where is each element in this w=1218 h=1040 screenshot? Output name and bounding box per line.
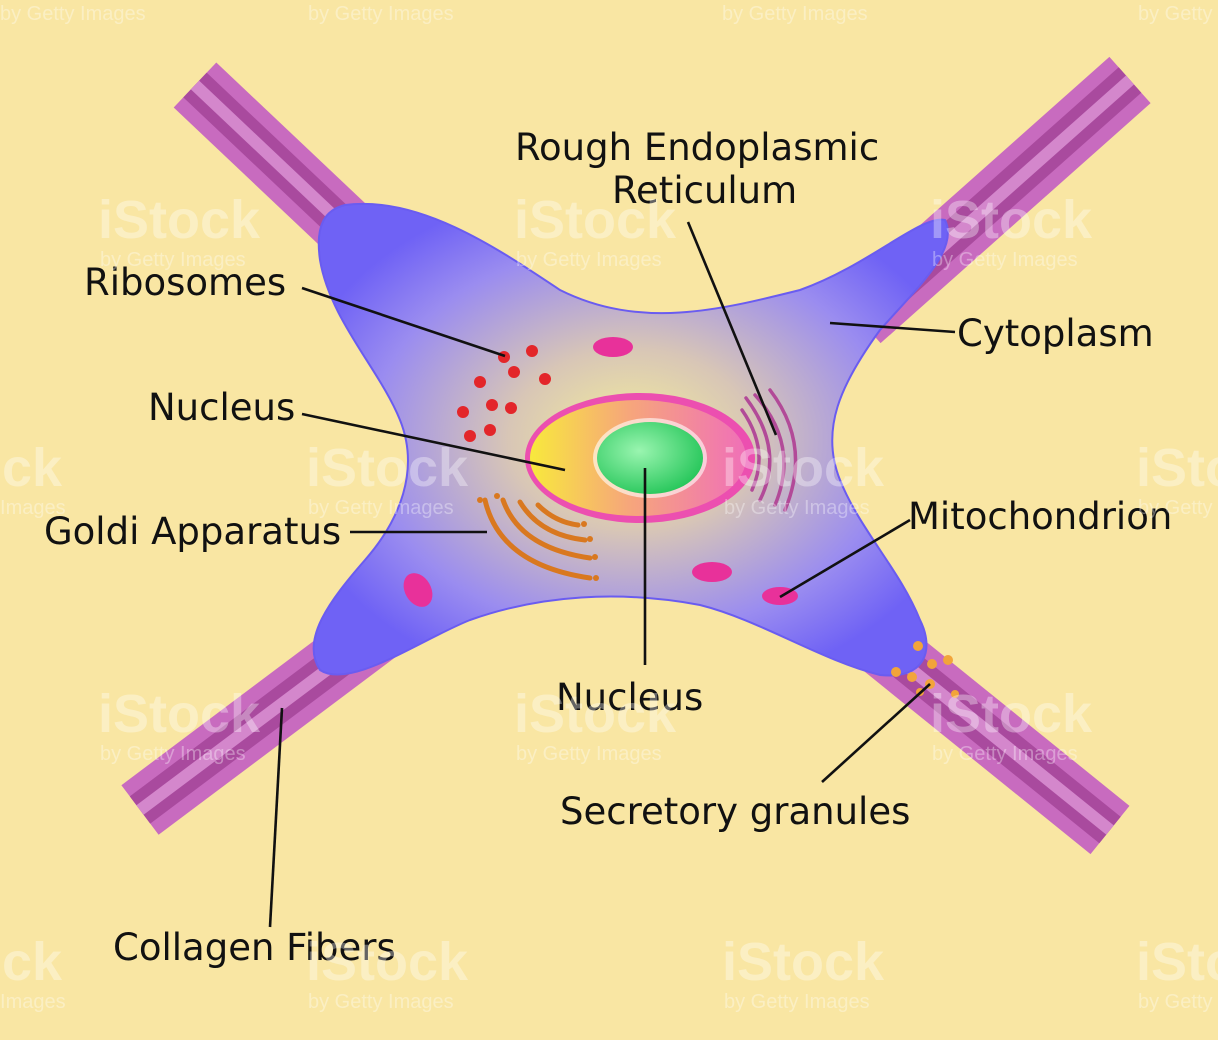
mitochondria: [403, 337, 798, 607]
label-secretory-granules: Secretory granules: [560, 790, 910, 833]
watermark-credit: by Getty Images: [308, 497, 454, 519]
watermark-credit: by Getty Images: [516, 743, 662, 765]
watermark-brand: iStock: [1136, 932, 1218, 992]
watermark-brand: iStock: [930, 684, 1093, 744]
golgi-vesicles: [477, 493, 599, 581]
watermark-credit: by Getty Images: [724, 991, 870, 1013]
watermark-credit: by Getty Images: [932, 249, 1078, 271]
watermark-brand: iStock: [514, 190, 677, 250]
leader-lines: [268, 221, 956, 928]
watermark-brand: iStock: [0, 932, 63, 992]
watermark-credit: by Getty Images: [1138, 991, 1218, 1013]
watermark-brand: iStock: [722, 932, 885, 992]
label-rough-er-line1: Rough Endoplasmic: [515, 126, 879, 169]
watermark-credit: by Getty Images: [722, 3, 868, 25]
leader-rough-er: [686, 221, 778, 436]
watermark-brand: iStock: [514, 684, 677, 744]
watermark-credit: by Getty Images: [308, 3, 454, 25]
watermark-credit: by Getty Images: [0, 991, 66, 1013]
watermark-brand: iStock: [722, 438, 885, 498]
watermark-brand: iStock: [98, 190, 261, 250]
watermark-brand: iStock: [306, 932, 469, 992]
leader-cytoplasm: [829, 321, 956, 334]
label-ribosomes: Ribosomes: [84, 261, 286, 304]
golgi-apparatus: [482, 497, 593, 581]
label-golgi-apparatus: Goldi Apparatus: [44, 510, 341, 553]
watermark-credit: by Getty Images: [0, 497, 66, 519]
watermark-brand: iStock: [0, 438, 63, 498]
watermark-brand: iStock: [1136, 438, 1218, 498]
watermark: by Getty Images by Getty Images by Getty…: [0, 3, 1218, 1013]
watermark-credit: by Getty Images: [100, 743, 246, 765]
watermark-credit: by Getty Images: [516, 249, 662, 271]
watermark-credit: by Getty Images: [308, 991, 454, 1013]
leader-ribosomes: [301, 286, 506, 358]
labels: Rough Endoplasmic Reticulum Ribosomes Cy…: [44, 126, 1172, 969]
label-rough-er-line2: Reticulum: [612, 169, 797, 212]
watermark-credit: by Getty Images: [0, 3, 146, 25]
leader-secretory-granules: [821, 683, 931, 783]
label-collagen-fibers: Collagen Fibers: [113, 926, 396, 969]
leader-nucleus-top: [301, 412, 566, 472]
watermark-credit: by Getty Images: [100, 249, 246, 271]
watermark-credit: by Getty Images: [1138, 497, 1218, 519]
watermark-brand: iStock: [306, 438, 469, 498]
leader-collagen-fibers: [268, 707, 284, 928]
watermark-brand: iStock: [930, 190, 1093, 250]
label-mitochondrion: Mitochondrion: [908, 495, 1172, 538]
watermark-credit: by Getty Images: [1138, 3, 1218, 25]
label-nucleus-bottom: Nucleus: [556, 676, 703, 719]
leader-mitochondrion: [779, 518, 911, 599]
watermark-credit: by Getty Images: [932, 743, 1078, 765]
watermark-brand: iStock: [98, 684, 261, 744]
label-nucleus-top: Nucleus: [148, 386, 295, 429]
nucleolus: [593, 418, 707, 498]
label-cytoplasm: Cytoplasm: [957, 312, 1154, 355]
watermark-credit: by Getty Images: [724, 497, 870, 519]
